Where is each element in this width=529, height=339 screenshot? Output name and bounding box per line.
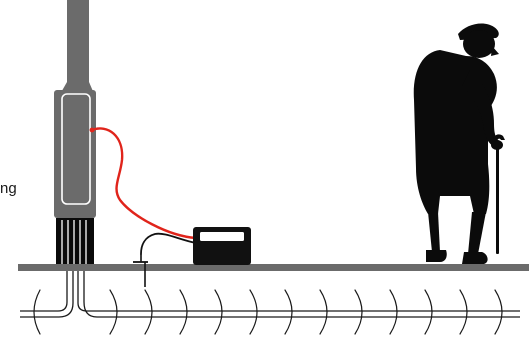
lead-clip — [89, 127, 95, 133]
pole-body — [54, 90, 96, 218]
ground-probe-icon — [133, 232, 197, 287]
ground-current-waves — [33, 289, 503, 335]
test-meter-icon — [193, 227, 251, 265]
red-test-lead — [90, 127, 198, 240]
pole-access-panel — [61, 93, 91, 205]
partial-text-label: ng — [0, 180, 17, 197]
pole-top-section — [67, 0, 89, 85]
ground-surface — [18, 264, 529, 271]
elderly-person-with-cane-icon — [413, 23, 505, 264]
underground-cable — [20, 271, 520, 318]
conductor-strands — [61, 220, 87, 268]
